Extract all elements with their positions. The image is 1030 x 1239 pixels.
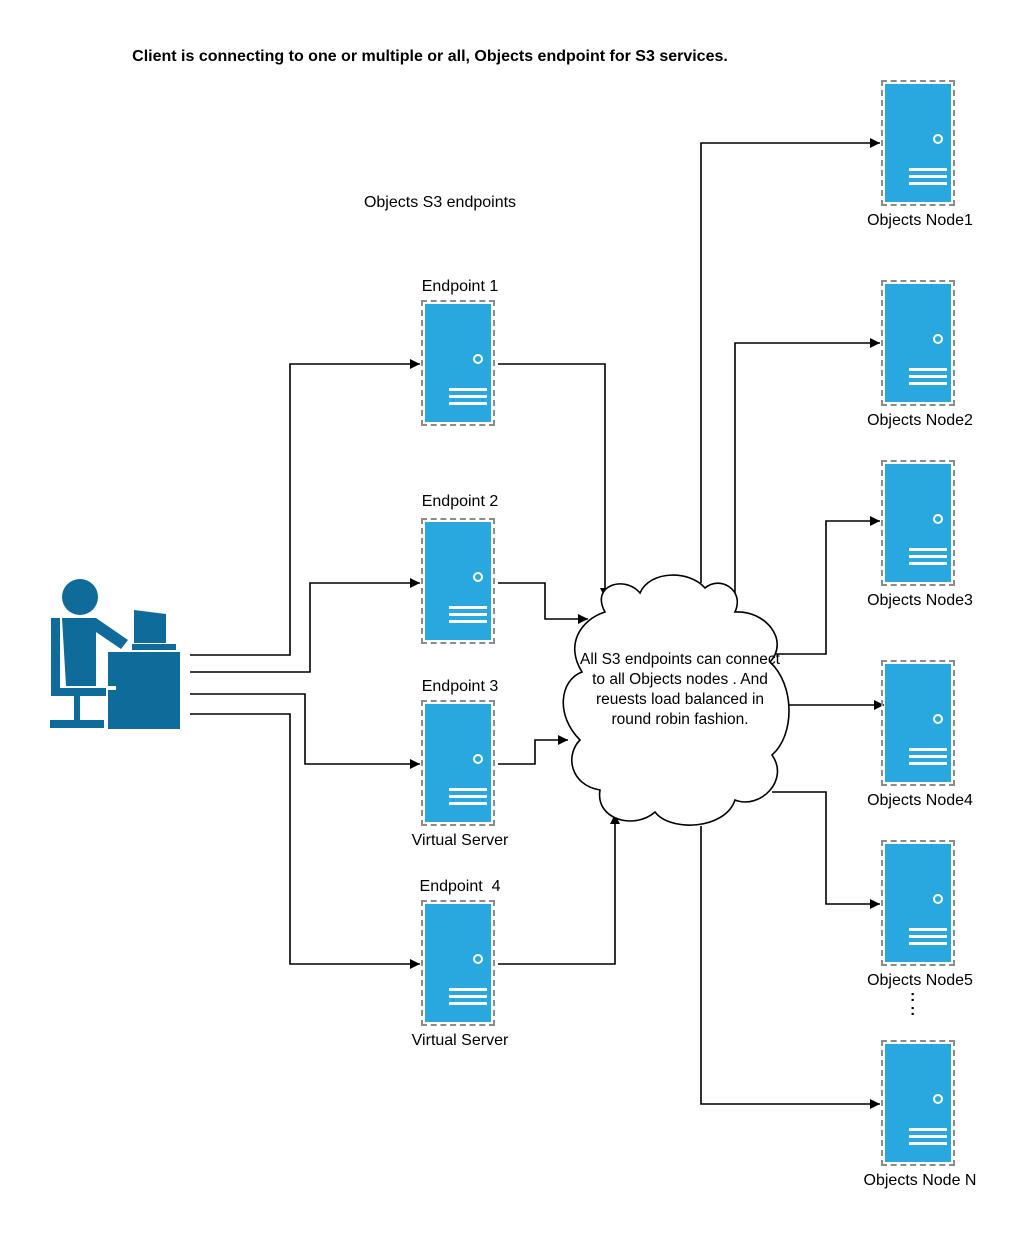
objects-nodeN-label: Objects Node N (863, 1172, 977, 1189)
client-to-endpoint3-connector (190, 693, 420, 769)
cloud-to-node3-connector (772, 516, 880, 655)
client-to-endpoint2-connector (190, 578, 420, 673)
endpoint4-label: Endpoint 4 (419, 878, 501, 895)
objects-node4-label: Objects Node4 (867, 792, 973, 809)
cloud-to-nodeN-connector (700, 826, 880, 1109)
endpoint3-sublabel: Virtual Server (411, 832, 509, 849)
cloud-to-node2-connector (734, 338, 880, 612)
monitor-icon (134, 610, 166, 643)
endpoint2-server-icon[interactable] (421, 518, 495, 644)
objects-node1-server-icon[interactable] (881, 80, 955, 206)
diagram-title: Client is connecting to one or multiple … (132, 48, 728, 65)
client-connectors (190, 359, 420, 969)
endpoint3-server-icon[interactable] (421, 700, 495, 826)
objects-node1-label: Objects Node1 (867, 212, 973, 229)
cloud-description: All S3 endpoints can connect to all Obje… (580, 651, 780, 728)
endpoint3-to-cloud-connector (498, 735, 568, 765)
user-body-icon (62, 618, 128, 686)
endpoint4-sublabel: Virtual Server (411, 1032, 509, 1049)
objects-node2-label: Objects Node2 (867, 412, 973, 429)
client-to-endpoint1-connector (190, 359, 420, 656)
section-label: Objects S3 endpoints (363, 194, 517, 211)
objects-node3-server-icon[interactable] (881, 460, 955, 586)
endpoint1-label: Endpoint 1 (421, 278, 499, 295)
objects-node2-server-icon[interactable] (881, 280, 955, 406)
user-at-computer-icon (50, 579, 180, 729)
endpoint-connectors (498, 363, 620, 965)
endpoint2-label: Endpoint 2 (421, 493, 499, 510)
endpoint3-label: Endpoint 3 (421, 678, 499, 695)
objects-node5-label: Objects Node5 (867, 972, 973, 989)
cloud-to-node1-connector (700, 138, 880, 583)
keyboard-icon (132, 644, 176, 650)
endpoint2-to-cloud-connector (498, 582, 588, 624)
more-nodes-ellipsis: : : (910, 988, 916, 1019)
chair-icon (50, 618, 106, 728)
endpoint1-server-icon[interactable] (421, 300, 495, 426)
objects-node5-server-icon[interactable] (881, 840, 955, 966)
user-head-icon (62, 579, 98, 615)
objects-node3-label: Objects Node3 (867, 592, 973, 609)
objects-node4-server-icon[interactable] (881, 660, 955, 786)
node-connectors (700, 138, 884, 1109)
endpoint1-to-cloud-connector (498, 363, 610, 598)
load-balancer-cloud (562, 574, 790, 826)
endpoint4-server-icon[interactable] (421, 900, 495, 1026)
cloud-to-node5-connector (772, 791, 880, 909)
objects-nodeN-server-icon[interactable] (881, 1040, 955, 1166)
desk-icon (108, 652, 180, 729)
endpoint4-to-cloud-connector (498, 814, 620, 965)
client-to-endpoint4-connector (190, 713, 420, 969)
